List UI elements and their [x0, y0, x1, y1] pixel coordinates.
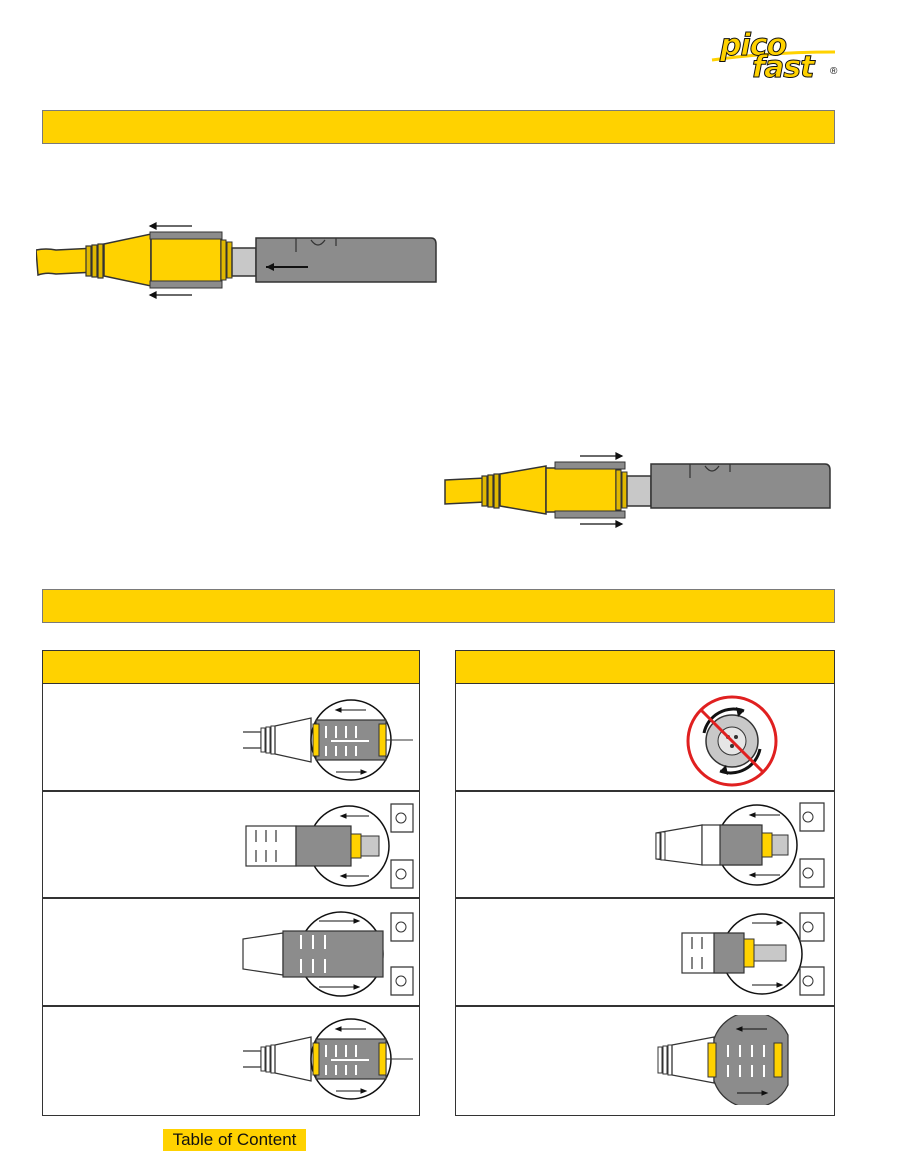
registered-mark: ®: [830, 66, 838, 77]
step-illustration-right-3: [681, 912, 825, 996]
section-band-middle: [42, 589, 835, 623]
step-illustration-left-2: [245, 803, 414, 889]
nut-grip-bottom: [149, 280, 223, 289]
prohibited-rotation-icon: [686, 695, 778, 787]
coupling-nut: [150, 237, 222, 283]
cable-ridges: [85, 243, 104, 279]
connector-body: [103, 233, 152, 287]
logo-swoosh: [711, 50, 836, 62]
logo-word-fast: fast: [752, 50, 815, 86]
right-instruction-panel: [455, 650, 835, 1116]
left-instruction-panel: [42, 650, 420, 1116]
table-of-content-link[interactable]: Table of Content: [163, 1129, 306, 1151]
connector-illustration-tightening: [444, 452, 831, 528]
logo-word-pico: pico: [719, 28, 787, 64]
step-illustration-left-1: [243, 699, 413, 781]
picofast-logo: pico fast ®: [710, 28, 840, 86]
connector-illustration-connecting: [36, 222, 437, 299]
nut-grip-top: [149, 231, 223, 240]
metal-sleeve: [231, 247, 257, 277]
step-illustration-left-4: [243, 1018, 413, 1100]
step-illustration-left-3: [242, 911, 414, 997]
direction-arrow-icon: [148, 222, 192, 299]
left-panel-header: [43, 651, 419, 684]
step-illustration-right-2: [655, 802, 825, 888]
right-panel-header: [456, 651, 834, 684]
receptacle: [255, 237, 437, 283]
step-illustration-right-4: [657, 1015, 789, 1105]
section-band-top: [42, 110, 835, 144]
